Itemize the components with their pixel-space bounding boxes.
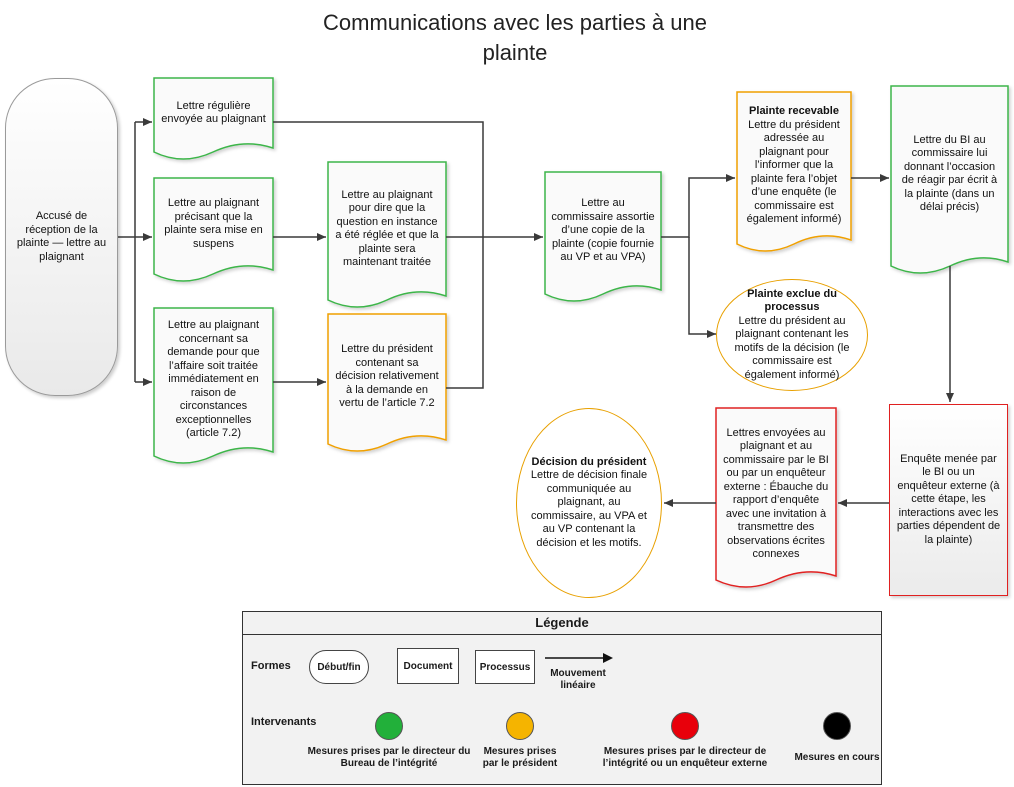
legend-actor-black: Mesures en cours xyxy=(794,752,880,763)
doc-commissioner-letter-text: Lettre au commissaire assortie d’une cop… xyxy=(551,197,655,264)
legend-process-label: Processus xyxy=(479,661,531,673)
legend-arrow-icon xyxy=(545,653,613,663)
doc-shape-suspend-letter xyxy=(153,177,274,282)
doc-regular-letter: Lettre régulière envoyée au plaignant xyxy=(154,80,273,146)
excluded-body: Lettre du président au plaignant contena… xyxy=(734,314,850,381)
doc-shape-immediate-letter xyxy=(153,307,274,464)
doc-suspend-letter: Lettre au plaignant précisant que la pla… xyxy=(154,180,273,268)
oval-excluded: Plainte exclue du processus Lettre du pr… xyxy=(716,279,868,391)
start-node: Accusé de réception de la plainte — lett… xyxy=(5,78,118,396)
doc-shape-resolved-letter xyxy=(327,161,447,308)
doc-shape-draft-letters xyxy=(715,407,837,588)
legend-movement-label: Mouvement linéaire xyxy=(550,668,606,691)
doc-shape-reg-letter xyxy=(153,77,274,160)
legend-actor-green: Mesures prises par le directeur du Burea… xyxy=(307,746,471,769)
legend: Légende Formes Début/fin Document Proces… xyxy=(242,611,882,785)
doc-commissioner-letter: Lettre au commissaire assortie d’une cop… xyxy=(545,174,661,288)
doc-shape-commissioner-letter xyxy=(544,171,662,302)
legend-document-shape: Document xyxy=(397,648,459,684)
doc-immediate-letter-text: Lettre au plaignant concernant sa demand… xyxy=(167,319,260,440)
doc-resolved-letter: Lettre au plaignant pour dire que la que… xyxy=(328,164,446,294)
doc-shape-president-72 xyxy=(327,313,447,452)
doc-shape-admissible xyxy=(736,91,852,252)
doc-immediate-letter: Lettre au plaignant concernant sa demand… xyxy=(154,310,273,450)
admissible-body: Lettre du président adressée au plaignan… xyxy=(746,118,842,226)
legend-yellow-dot xyxy=(506,712,534,740)
doc-president-72-text: Lettre du président contenant sa décisio… xyxy=(335,343,439,410)
legend-black-dot xyxy=(823,712,851,740)
legend-document-label: Document xyxy=(403,660,453,672)
diagram-title: Communications avec les parties à une pl… xyxy=(323,10,707,65)
legend-title: Légende xyxy=(243,612,881,635)
doc-bi-letter-text: Lettre du BI au commissaire lui donnant … xyxy=(901,133,998,214)
doc-draft-letters-text: Lettres envoyées au plaignant et au comm… xyxy=(723,426,829,561)
process-investigation: Enquête menée par le BI ou un enquêteur … xyxy=(889,404,1008,596)
legend-start-end-label: Début/fin xyxy=(317,661,361,673)
legend-shapes-label: Formes xyxy=(251,660,291,672)
oval-decision: Décision du président Lettre de décision… xyxy=(516,408,662,598)
legend-green-dot xyxy=(375,712,403,740)
doc-shape-bi-letter xyxy=(890,85,1009,274)
legend-actor-red: Mesures prises par le directeur de l’int… xyxy=(602,746,768,769)
doc-bi-letter: Lettre du BI au commissaire lui donnant … xyxy=(891,88,1008,260)
decision-title: Décision du président xyxy=(531,455,647,468)
start-node-text: Accusé de réception de la plainte — lett… xyxy=(16,210,107,263)
decision-body: Lettre de décision finale communiquée au… xyxy=(530,469,648,549)
doc-regular-letter-text: Lettre régulière envoyée au plaignant xyxy=(161,99,266,126)
doc-suspend-letter-text: Lettre au plaignant précisant que la pla… xyxy=(164,197,263,250)
admissible-title: Plainte recevable xyxy=(749,105,839,118)
doc-admissible: Plainte recevable Lettre du président ad… xyxy=(737,94,851,238)
legend-process-shape: Processus xyxy=(475,650,535,684)
process-investigation-text: Enquête menée par le BI ou un enquêteur … xyxy=(896,452,1001,546)
legend-red-dot xyxy=(671,712,699,740)
doc-president-72: Lettre du président contenant sa décisio… xyxy=(328,316,446,438)
legend-actor-yellow: Mesures prises par le président xyxy=(482,746,558,769)
excluded-title: Plainte exclue du processus xyxy=(747,287,837,314)
doc-resolved-letter-text: Lettre au plaignant pour dire que la que… xyxy=(335,188,439,269)
legend-start-end-shape: Début/fin xyxy=(309,650,369,684)
doc-draft-letters: Lettres envoyées au plaignant et au comm… xyxy=(716,410,836,578)
legend-actors-label: Intervenants xyxy=(251,716,317,728)
